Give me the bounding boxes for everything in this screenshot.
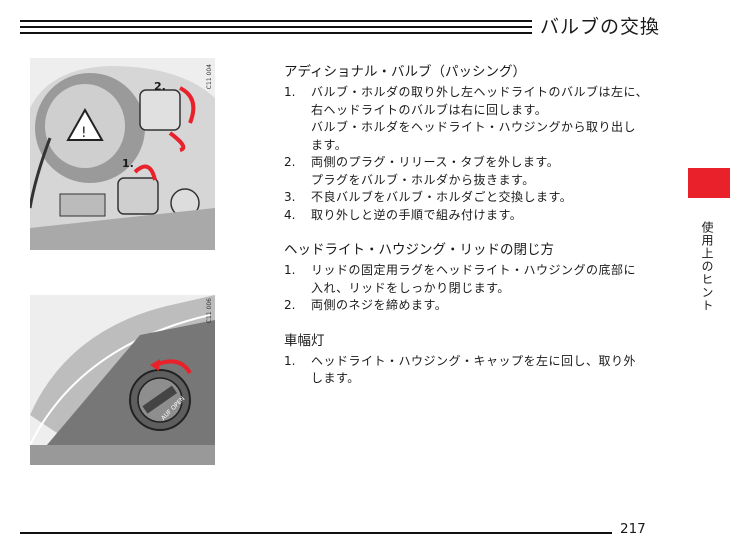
step-list: 1. リッドの固定用ラグをヘッドライト・ハウジングの底部に 入れ、リッドをしっかり… — [284, 262, 669, 315]
list-item: 3. 不良バルブをバルブ・ホルダごと交換します。 — [284, 189, 669, 207]
chapter-tab-marker — [688, 168, 730, 198]
section-housing-lid: ヘッドライト・ハウジング・リッドの閉じ方 1. リッドの固定用ラグをヘッドライト・… — [284, 238, 669, 315]
figure-step-label-2: 2. — [154, 80, 166, 93]
step-list: 1. バルブ・ホルダの取り外し左ヘッドライトのバルブは左に、 右ヘッドライトのバル… — [284, 84, 669, 224]
list-item: 1. リッドの固定用ラグをヘッドライト・ハウジングの底部に 入れ、リッドをしっかり… — [284, 262, 669, 297]
header-rule — [20, 20, 532, 34]
step-number: 3. — [284, 190, 296, 204]
step-number: 2. — [284, 155, 296, 169]
step-text: 両側のネジを締めます。 — [311, 298, 448, 312]
figure-code: C11 006 — [206, 298, 213, 324]
section-additional-bulb: アディショナル・バルブ（パッシング） 1. バルブ・ホルダの取り外し左ヘッドライト… — [284, 60, 669, 224]
side-marker-cap-illustration: AUF OPEN — [30, 295, 215, 465]
step-text: 両側のプラグ・リリース・タブを外します。 プラグをバルブ・ホルダから抜きます。 — [311, 155, 560, 187]
footer-rule — [20, 532, 612, 534]
step-number: 2. — [284, 298, 296, 312]
step-text: リッドの固定用ラグをヘッドライト・ハウジングの底部に 入れ、リッドをしっかり閉じ… — [311, 263, 637, 295]
step-number: 4. — [284, 207, 296, 222]
step-text: 不良バルブをバルブ・ホルダごと交換します。 — [311, 190, 573, 204]
step-number: 1. — [284, 263, 296, 277]
list-item: 2. 両側のプラグ・リリース・タブを外します。 プラグをバルブ・ホルダから抜きます… — [284, 154, 669, 189]
page-title: バルブの交換 — [540, 16, 661, 38]
step-text: ヘッドライト・ハウジング・キャップを左に回し、取り外 します。 — [311, 353, 637, 386]
step-text: 取り外しと逆の手順で組み付けます。 — [311, 207, 523, 222]
list-item: 2. 両側のネジを締めます。 — [284, 297, 669, 315]
section-title: 車幅灯 — [284, 332, 325, 349]
list-item: 1. バルブ・ホルダの取り外し左ヘッドライトのバルブは左に、 右ヘッドライトのバル… — [284, 84, 669, 154]
step-list: 1. ヘッドライト・ハウジング・キャップを左に回し、取り外 します。 — [284, 353, 669, 388]
step-number: 1. — [284, 353, 296, 368]
section-side-marker: 車幅灯 1. ヘッドライト・ハウジング・キャップを左に回し、取り外 します。 — [284, 329, 669, 388]
bulb-holder-illustration: ! 2. 1. — [30, 58, 215, 250]
figure-code: C11 004 — [206, 64, 213, 90]
figure-step-label-1: 1. — [122, 157, 134, 170]
section-title: アディショナル・バルブ（パッシング） — [284, 64, 527, 80]
step-number: 1. — [284, 85, 296, 99]
page-number: 217 — [620, 521, 646, 537]
section-title: ヘッドライト・ハウジング・リッドの閉じ方 — [284, 242, 554, 258]
chapter-tab-label: 使用上のヒント — [700, 221, 714, 312]
instructions: アディショナル・バルブ（パッシング） 1. バルブ・ホルダの取り外し左ヘッドライト… — [284, 60, 669, 402]
step-text: バルブ・ホルダの取り外し左ヘッドライトのバルブは左に、 右ヘッドライトのバルブは… — [311, 85, 649, 152]
list-item: 1. ヘッドライト・ハウジング・キャップを左に回し、取り外 します。 — [284, 353, 669, 388]
svg-text:!: ! — [81, 125, 87, 141]
list-item: 4. 取り外しと逆の手順で組み付けます。 — [284, 207, 669, 225]
